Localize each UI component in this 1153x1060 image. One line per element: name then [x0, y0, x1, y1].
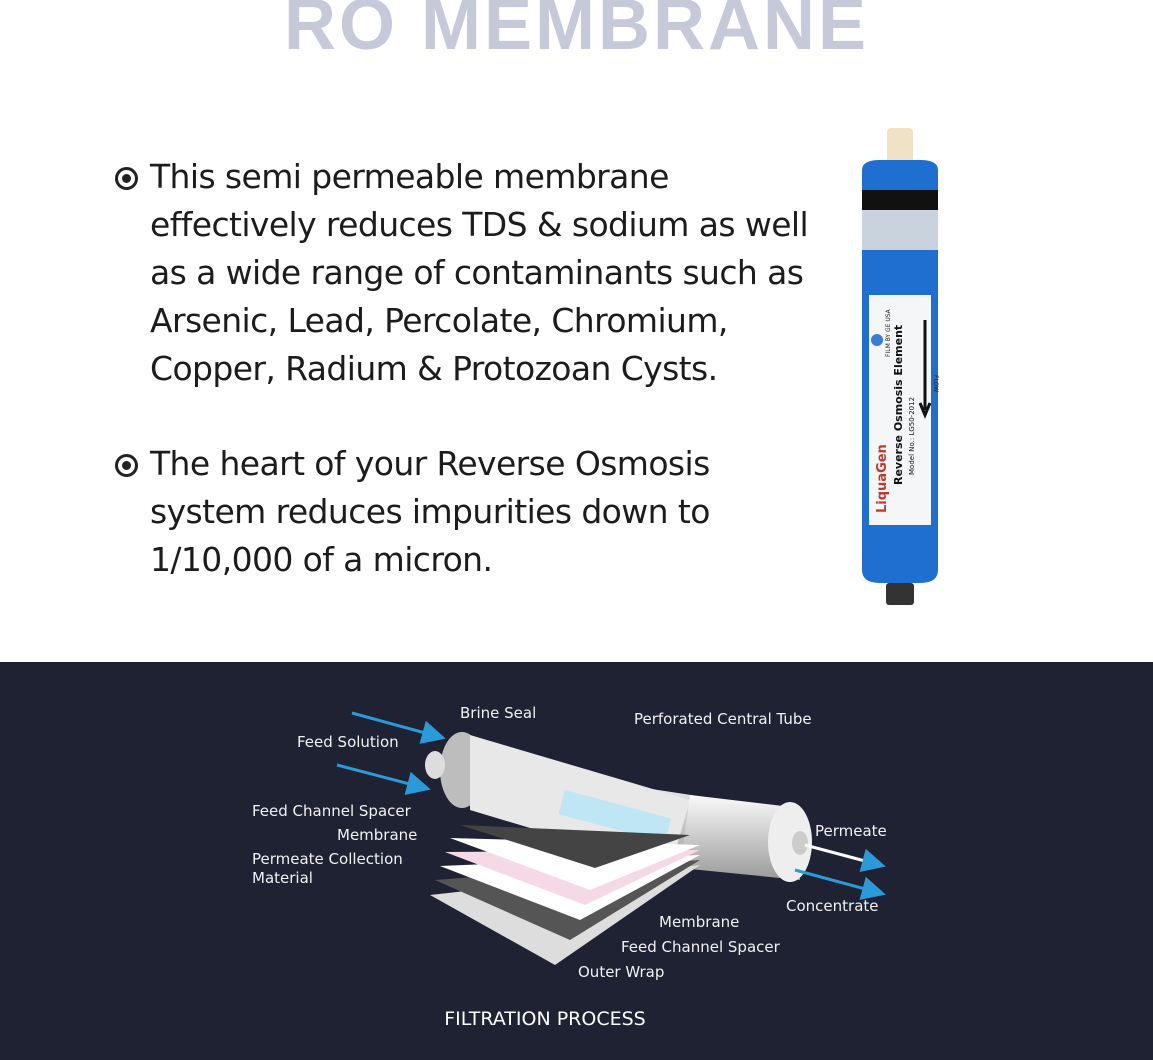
- label-concentrate: Concentrate: [786, 897, 879, 915]
- bullet-contaminants: This semi permeable membrane effectively…: [115, 153, 835, 393]
- product-model: Model No.: LG50-2012: [908, 397, 916, 475]
- label-membrane-lower: Membrane: [659, 913, 740, 931]
- feed-arrows: [336, 711, 446, 796]
- label-membrane: Membrane: [337, 826, 418, 844]
- label-feed-channel-spacer-lower: Feed Channel Spacer: [621, 938, 780, 956]
- diagram-caption: FILTRATION PROCESS: [444, 1008, 646, 1030]
- page-title: RO MEMBRANE: [284, 0, 869, 65]
- product-label: Reverse Osmosis Element: [892, 325, 905, 485]
- label-outer-wrap: Outer Wrap: [578, 963, 665, 981]
- label-permeate-collection-material: Permeate Collection Material: [252, 850, 403, 887]
- product-film: FILM BY GE USA: [885, 308, 892, 357]
- bullet-micron: The heart of your Reverse Osmosis system…: [115, 440, 765, 584]
- label-permeate: Permeate: [815, 822, 887, 840]
- flow-arrow-icon: [918, 320, 932, 419]
- ro-membrane-product-image: FILM BY GE USA LiquaGen Reverse Osmosis …: [862, 128, 939, 605]
- label-feed-solution: Feed Solution: [297, 733, 399, 751]
- label-feed-channel-spacer: Feed Channel Spacer: [252, 802, 411, 820]
- label-perforated-central-tube: Perforated Central Tube: [634, 710, 812, 728]
- bullet-text: The heart of your Reverse Osmosis system…: [150, 444, 710, 579]
- product-flow: FLOW: [932, 375, 939, 392]
- outlet-arrows: [794, 843, 886, 900]
- label-brine-seal: Brine Seal: [460, 704, 537, 722]
- ge-logo-icon: [871, 334, 883, 346]
- layer-sheets: [430, 825, 700, 965]
- bullet-icon: [115, 167, 138, 190]
- bullet-text: This semi permeable membrane effectively…: [150, 157, 809, 388]
- product-brand: LiquaGen: [875, 444, 890, 513]
- bullet-icon: [115, 454, 138, 477]
